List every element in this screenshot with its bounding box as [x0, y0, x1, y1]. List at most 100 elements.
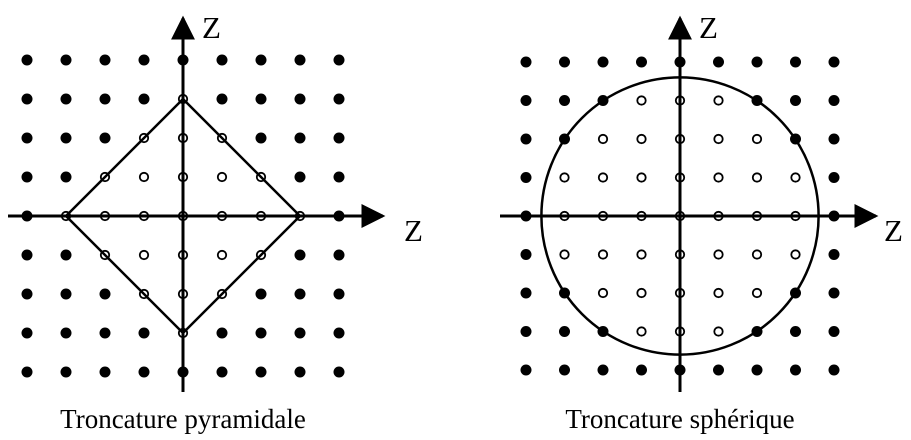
filled-lattice-point — [255, 327, 267, 339]
filled-lattice-point — [255, 288, 267, 300]
open-lattice-point — [559, 172, 570, 183]
filled-lattice-point — [751, 364, 763, 376]
open-lattice-point — [597, 172, 609, 183]
filled-lattice-point — [520, 287, 532, 299]
filled-lattice-point — [294, 171, 306, 183]
filled-lattice-point — [21, 288, 33, 300]
filled-lattice-point — [333, 327, 345, 339]
filled-lattice-point — [60, 288, 72, 300]
filled-lattice-point — [520, 95, 532, 106]
horizontal-axis-label: Z — [404, 213, 423, 248]
filled-lattice-point — [828, 133, 840, 145]
filled-lattice-point — [790, 364, 801, 376]
open-lattice-point — [790, 249, 801, 260]
open-lattice-point — [751, 133, 763, 145]
filled-lattice-point — [255, 54, 267, 66]
filled-lattice-point — [597, 364, 609, 376]
filled-lattice-point — [21, 249, 33, 261]
filled-lattice-point — [294, 366, 306, 378]
filled-lattice-point — [138, 54, 150, 66]
filled-lattice-point — [21, 54, 33, 66]
filled-lattice-point — [216, 366, 228, 378]
filled-lattice-point — [790, 95, 801, 106]
open-lattice-point — [216, 249, 228, 261]
caption-spherical: Troncature sphérique — [565, 404, 794, 434]
filled-lattice-point — [294, 132, 306, 144]
filled-lattice-point — [138, 93, 150, 105]
filled-lattice-point — [559, 326, 570, 337]
open-lattice-point — [597, 133, 609, 145]
filled-lattice-point — [216, 93, 228, 105]
open-lattice-point — [636, 287, 647, 299]
filled-lattice-point — [828, 95, 840, 106]
filled-lattice-point — [99, 132, 111, 144]
filled-lattice-point — [99, 366, 111, 378]
open-lattice-point — [636, 249, 647, 260]
filled-lattice-point — [99, 54, 111, 66]
filled-lattice-point — [60, 249, 72, 261]
filled-lattice-point — [636, 56, 647, 68]
filled-lattice-point — [559, 95, 570, 106]
open-lattice-point — [713, 95, 724, 106]
filled-lattice-point — [333, 93, 345, 105]
open-lattice-point — [713, 249, 724, 260]
open-lattice-point — [138, 171, 150, 183]
filled-lattice-point — [333, 171, 345, 183]
filled-lattice-point — [294, 93, 306, 105]
filled-lattice-point — [60, 54, 72, 66]
caption-pyramidal: Troncature pyramidale — [60, 404, 306, 434]
filled-lattice-point — [713, 56, 724, 68]
filled-lattice-point — [751, 56, 763, 68]
open-lattice-point — [559, 249, 570, 260]
open-lattice-point — [713, 133, 724, 145]
filled-lattice-point — [790, 326, 801, 337]
filled-lattice-point — [520, 172, 532, 183]
filled-lattice-point — [21, 132, 33, 144]
filled-lattice-point — [294, 288, 306, 300]
filled-lattice-point — [294, 54, 306, 66]
open-lattice-point — [597, 249, 609, 260]
filled-lattice-point — [333, 54, 345, 66]
filled-lattice-point — [333, 249, 345, 261]
filled-lattice-point — [21, 171, 33, 183]
filled-lattice-point — [21, 93, 33, 105]
open-lattice-point — [751, 172, 763, 183]
horizontal-axis-label: Z — [884, 213, 903, 248]
filled-lattice-point — [216, 54, 228, 66]
filled-lattice-point — [21, 327, 33, 339]
panel-pyramidal: Z Z Troncature pyramidale — [8, 10, 423, 434]
filled-lattice-point — [60, 327, 72, 339]
filled-lattice-point — [255, 132, 267, 144]
filled-lattice-point — [828, 249, 840, 260]
filled-lattice-point — [333, 288, 345, 300]
filled-lattice-point — [138, 366, 150, 378]
filled-lattice-point — [294, 249, 306, 261]
filled-lattice-point — [828, 56, 840, 68]
filled-lattice-point — [520, 364, 532, 376]
open-lattice-point — [636, 133, 647, 145]
vertical-axis-label: Z — [202, 10, 221, 45]
filled-lattice-point — [255, 366, 267, 378]
open-lattice-point — [216, 171, 228, 183]
filled-lattice-point — [60, 93, 72, 105]
open-lattice-point — [636, 326, 647, 337]
open-lattice-point — [790, 172, 801, 183]
filled-lattice-point — [828, 364, 840, 376]
open-lattice-point — [597, 287, 609, 299]
filled-lattice-point — [790, 56, 801, 68]
filled-lattice-point — [333, 132, 345, 144]
open-lattice-point — [713, 172, 724, 183]
open-lattice-point — [636, 95, 647, 106]
filled-lattice-point — [520, 56, 532, 68]
filled-lattice-point — [636, 364, 647, 376]
filled-lattice-point — [99, 93, 111, 105]
filled-lattice-point — [60, 366, 72, 378]
open-lattice-point — [751, 287, 763, 299]
filled-lattice-point — [520, 249, 532, 260]
open-lattice-point — [713, 287, 724, 299]
open-lattice-point — [138, 249, 150, 261]
filled-lattice-point — [255, 93, 267, 105]
filled-lattice-point — [828, 287, 840, 299]
